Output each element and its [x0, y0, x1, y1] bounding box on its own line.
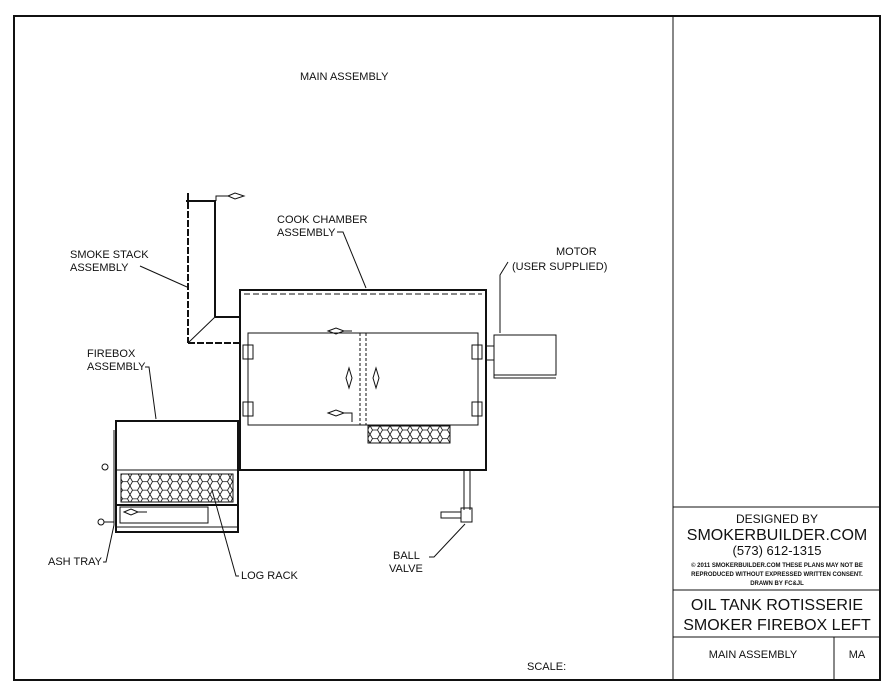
ash-tray-knob [97, 518, 105, 526]
vent-arrow-icon [345, 366, 353, 390]
motor-label: MOTOR [556, 246, 597, 258]
ball-valve-label: VALVE [389, 563, 423, 575]
cook-grate [367, 425, 451, 444]
sheet-name: MAIN ASSEMBLY [709, 649, 798, 661]
project-title: SMOKER FIREBOX LEFT [683, 617, 871, 634]
cook-chamber-label: COOK CHAMBER [277, 214, 368, 226]
cook-chamber [239, 289, 487, 471]
firebox-knob [101, 463, 109, 471]
damper-handle-icon [226, 192, 246, 200]
drawn-by: DRAWN BY FC&JL [750, 581, 804, 587]
project-title: OIL TANK ROTISSERIE [691, 597, 863, 614]
company-name: SMOKERBUILDER.COM [687, 527, 867, 544]
sheet-border [13, 15, 881, 681]
smoke-stack [186, 192, 246, 344]
firebox-label: ASSEMBLY [87, 361, 146, 373]
drawing-title: MAIN ASSEMBLY [300, 71, 389, 83]
smoke-stack-label: SMOKE STACK [70, 249, 149, 261]
door-handle-icon [326, 409, 346, 417]
ash-tray-handle-icon [122, 508, 140, 516]
title-block: DESIGNED BY SMOKERBUILDER.COM (573) 612-… [683, 512, 871, 661]
log-rack [120, 473, 234, 503]
ball-valve-label: BALL [393, 550, 420, 562]
vent-arrow-icon [372, 366, 380, 390]
motor-label: (USER SUPPLIED) [512, 261, 607, 273]
copyright-line: REPRODUCED WITHOUT EXPRESSED WRITTEN CON… [691, 572, 863, 578]
ash-tray-label: ASH TRAY [48, 556, 103, 568]
firebox [97, 420, 239, 533]
copyright-line: © 2011 SMOKERBUILDER.COM THESE PLANS MAY… [691, 562, 863, 569]
motor [486, 261, 557, 379]
firebox-label: FIREBOX [87, 348, 136, 360]
scale-label: SCALE: [527, 661, 566, 673]
phone-number: (573) 612-1315 [733, 543, 822, 558]
designed-by: DESIGNED BY [736, 512, 818, 526]
sheet-code: MA [849, 649, 866, 661]
ball-valve [440, 470, 473, 523]
cook-chamber-label: ASSEMBLY [277, 227, 336, 239]
smoke-stack-label: ASSEMBLY [70, 262, 129, 274]
log-rack-label: LOG RACK [241, 570, 299, 582]
